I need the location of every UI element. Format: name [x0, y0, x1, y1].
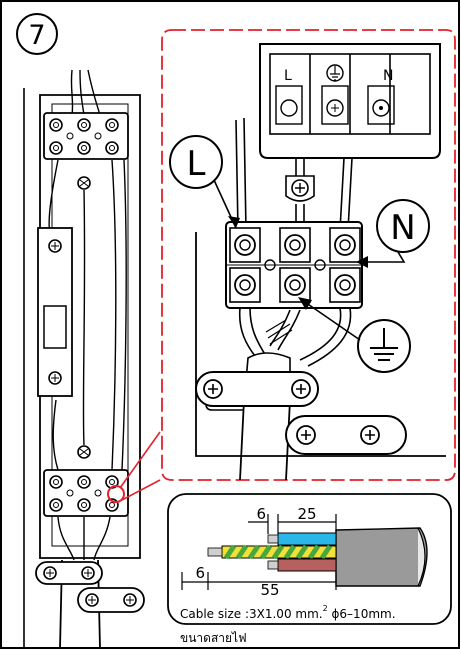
ground-icon — [370, 328, 398, 361]
unit-terminal-live-label: L — [284, 68, 292, 84]
detail-terminal-block — [225, 221, 363, 309]
detail-wires — [235, 117, 353, 231]
cable-size-superscript: 2 — [323, 604, 328, 613]
ground-symbol-icon — [326, 64, 344, 82]
live-label-badge: L — [169, 135, 223, 189]
detail-cable-clamp — [195, 371, 319, 407]
detail-lower-wires — [238, 307, 352, 367]
detail-callout-box — [161, 29, 456, 481]
cable-spec-panel: 6 25 6 55 Cable size :3X1.00 mm.2 ϕ6–10m… — [167, 493, 452, 625]
ground-screw-icon — [77, 176, 91, 190]
unit-terminal-neutral-label: N — [383, 68, 393, 84]
step-number: 7 — [28, 20, 45, 51]
detail-bottom-bracket — [285, 415, 407, 455]
dimension-lines — [181, 514, 337, 590]
live-arrow-head — [228, 216, 240, 228]
neutral-label: N — [390, 208, 415, 248]
step-badge: 7 — [16, 13, 58, 55]
ground-label-badge — [357, 319, 411, 373]
overview-bottom-bracket — [77, 587, 145, 613]
green-stripe — [223, 544, 333, 560]
live-label: L — [187, 144, 206, 184]
cable-sheath — [335, 527, 428, 587]
dim-strip-long: 55 — [260, 581, 279, 599]
blue-wire — [277, 532, 337, 546]
bottom-terminal-block — [43, 469, 129, 517]
top-terminal-block — [43, 112, 129, 160]
overview-panel — [23, 69, 145, 649]
dim-strip-short: 6 — [256, 505, 266, 523]
neutral-arrow-head — [356, 256, 368, 268]
cable-size-prefix: Cable size :3X1.00 mm. — [180, 607, 323, 621]
ground-pointer — [301, 299, 361, 341]
callout-connector — [107, 431, 161, 503]
unit-terminal-block: L N — [259, 43, 441, 159]
detail-ground-clip — [285, 175, 315, 230]
dim-strip-short-2: 6 — [195, 564, 205, 582]
cable-size-suffix: ϕ6–10mm. — [328, 607, 396, 621]
overview-cable-clamp — [35, 561, 103, 585]
cable-size-thai-caption: ขนาดสายไฟ — [180, 631, 247, 645]
ground-arrow-head — [298, 297, 312, 310]
neutral-pointer — [362, 251, 406, 263]
dim-strip-mid: 25 — [297, 505, 316, 523]
circuit-breaker — [37, 227, 73, 397]
cable-size-text: Cable size :3X1.00 mm.2 ϕ6–10mm. — [180, 604, 396, 621]
brown-wire — [277, 558, 337, 572]
neutral-label-badge: N — [376, 199, 430, 253]
